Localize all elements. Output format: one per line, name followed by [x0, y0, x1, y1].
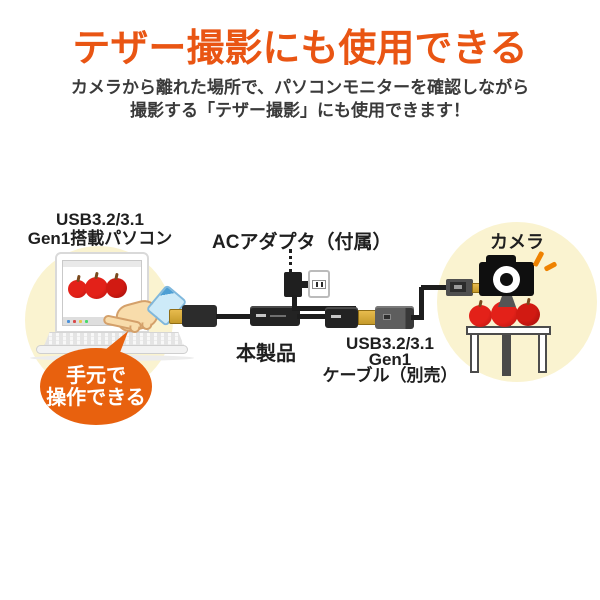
repeater-unit-1 — [250, 306, 300, 326]
data-cable — [421, 285, 448, 290]
toolbar-dot-icon — [73, 319, 76, 323]
cable-label: USB3.2/3.1 Gen1 ケーブル（別売） — [322, 334, 458, 385]
toolbar-dot-icon — [67, 319, 70, 323]
wall-outlet-icon — [308, 270, 330, 298]
toolbar-dot-icon — [79, 319, 82, 323]
bubble-text: 手元で 操作できる — [46, 365, 146, 409]
pc-label: USB3.2/3.1 Gen1搭載パソコン — [5, 210, 195, 248]
camera-lens — [500, 273, 513, 286]
table-leg — [538, 335, 547, 373]
camera-connector-icon — [446, 279, 473, 296]
usb-a-connector-body — [375, 306, 414, 329]
product-label: 本製品 — [236, 343, 296, 365]
pc-label-line-2: Gen1搭載パソコン — [27, 229, 173, 248]
apple-icon — [68, 280, 87, 298]
cable-label-line-1: USB3.2/3.1 — [346, 334, 434, 353]
camera-highlight-circle — [437, 222, 597, 382]
usb-a-connector-body — [182, 305, 217, 327]
dotted-leader-line — [289, 249, 292, 273]
page-title: テザー撮影にも使用できる — [72, 28, 528, 70]
outlet-slot — [320, 281, 323, 287]
camera-label: カメラ — [490, 232, 544, 252]
app-window-toolbar — [63, 317, 141, 325]
power-cable — [292, 306, 356, 311]
subtitle-line-2: 撮影する「テザー撮影」にも使用できます！ — [130, 101, 470, 120]
unit-print — [270, 315, 286, 317]
data-cable — [216, 314, 252, 319]
outlet-slot — [315, 281, 318, 287]
cable-label-line-2: Gen1 — [368, 350, 412, 369]
repeater-unit-2 — [325, 307, 358, 328]
data-cable — [419, 287, 424, 320]
outlet-socket — [312, 279, 326, 289]
apple-icon — [469, 305, 492, 327]
page-subtitle: カメラから離れた場所で、パソコンモニターを確認しながら 撮影する「テザー撮影」に… — [0, 76, 600, 122]
apple-icon — [516, 303, 540, 326]
tripod-mount — [498, 296, 516, 307]
camera-top-bump — [486, 255, 516, 265]
table-leg — [470, 335, 479, 373]
usb-logo-mark — [383, 314, 391, 320]
power-cable — [292, 295, 297, 309]
app-window-titlebar — [63, 261, 141, 267]
data-cable — [411, 315, 424, 320]
usb-a-plug-icon — [169, 309, 183, 324]
subtitle-line-1: カメラから離れた場所で、パソコンモニターを確認しながら — [70, 78, 530, 97]
apple-icon — [106, 278, 127, 298]
speech-bubble: 手元で 操作できる — [40, 348, 152, 425]
toolbar-dot-icon — [85, 319, 88, 323]
pc-label-line-1: USB3.2/3.1 — [56, 210, 144, 229]
usb-a-plug-icon — [358, 310, 376, 325]
apple-icon — [85, 277, 108, 299]
adapter-plug-prong — [301, 281, 308, 288]
table-top — [466, 326, 551, 335]
tripod-pole — [502, 306, 511, 376]
unit-print — [256, 314, 266, 317]
connector-face — [450, 282, 466, 292]
adapter-label: ACアダプタ（付属） — [212, 232, 392, 253]
connector-slot — [454, 285, 462, 289]
bubble-line-2: 操作できる — [46, 386, 146, 409]
ac-adapter-icon — [284, 272, 302, 297]
data-cable — [297, 314, 327, 319]
unit-print — [331, 315, 341, 318]
cable-label-line-3: ケーブル（別売） — [322, 366, 458, 385]
bubble-line-1: 手元で — [65, 364, 126, 387]
